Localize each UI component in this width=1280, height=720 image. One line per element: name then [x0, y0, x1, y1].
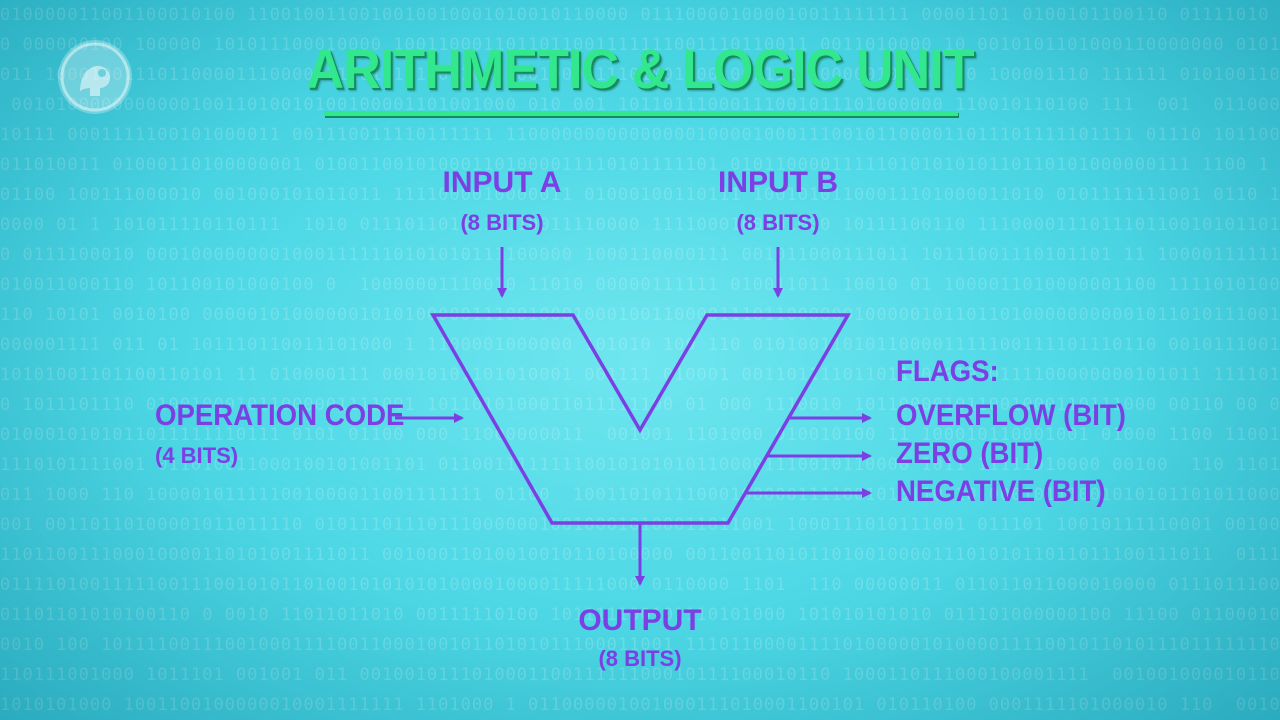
input-b-size: (8 BITS) [736, 210, 820, 235]
alu-shape [429, 313, 852, 525]
page-title: ARITHMETIC & LOGIC UNIT [306, 37, 974, 100]
output-size: (8 BITS) [598, 646, 682, 671]
flag-negative: NEGATIVE (BIT) [896, 475, 1106, 508]
input-b-label: INPUT B [718, 166, 838, 199]
output-label: OUTPUT [578, 604, 702, 637]
input-a-size: (8 BITS) [460, 210, 544, 235]
flag-overflow: OVERFLOW (BIT) [896, 399, 1126, 432]
flags-heading: FLAGS: [896, 355, 999, 388]
input-a-label: INPUT A [442, 166, 562, 199]
title-underline [324, 111, 958, 116]
flag-zero: ZERO (BIT) [896, 437, 1044, 470]
operation-code-size: (4 BITS) [155, 443, 239, 468]
pbs-logo-icon [58, 40, 132, 114]
operation-code-label: OPERATION CODE [155, 399, 405, 432]
